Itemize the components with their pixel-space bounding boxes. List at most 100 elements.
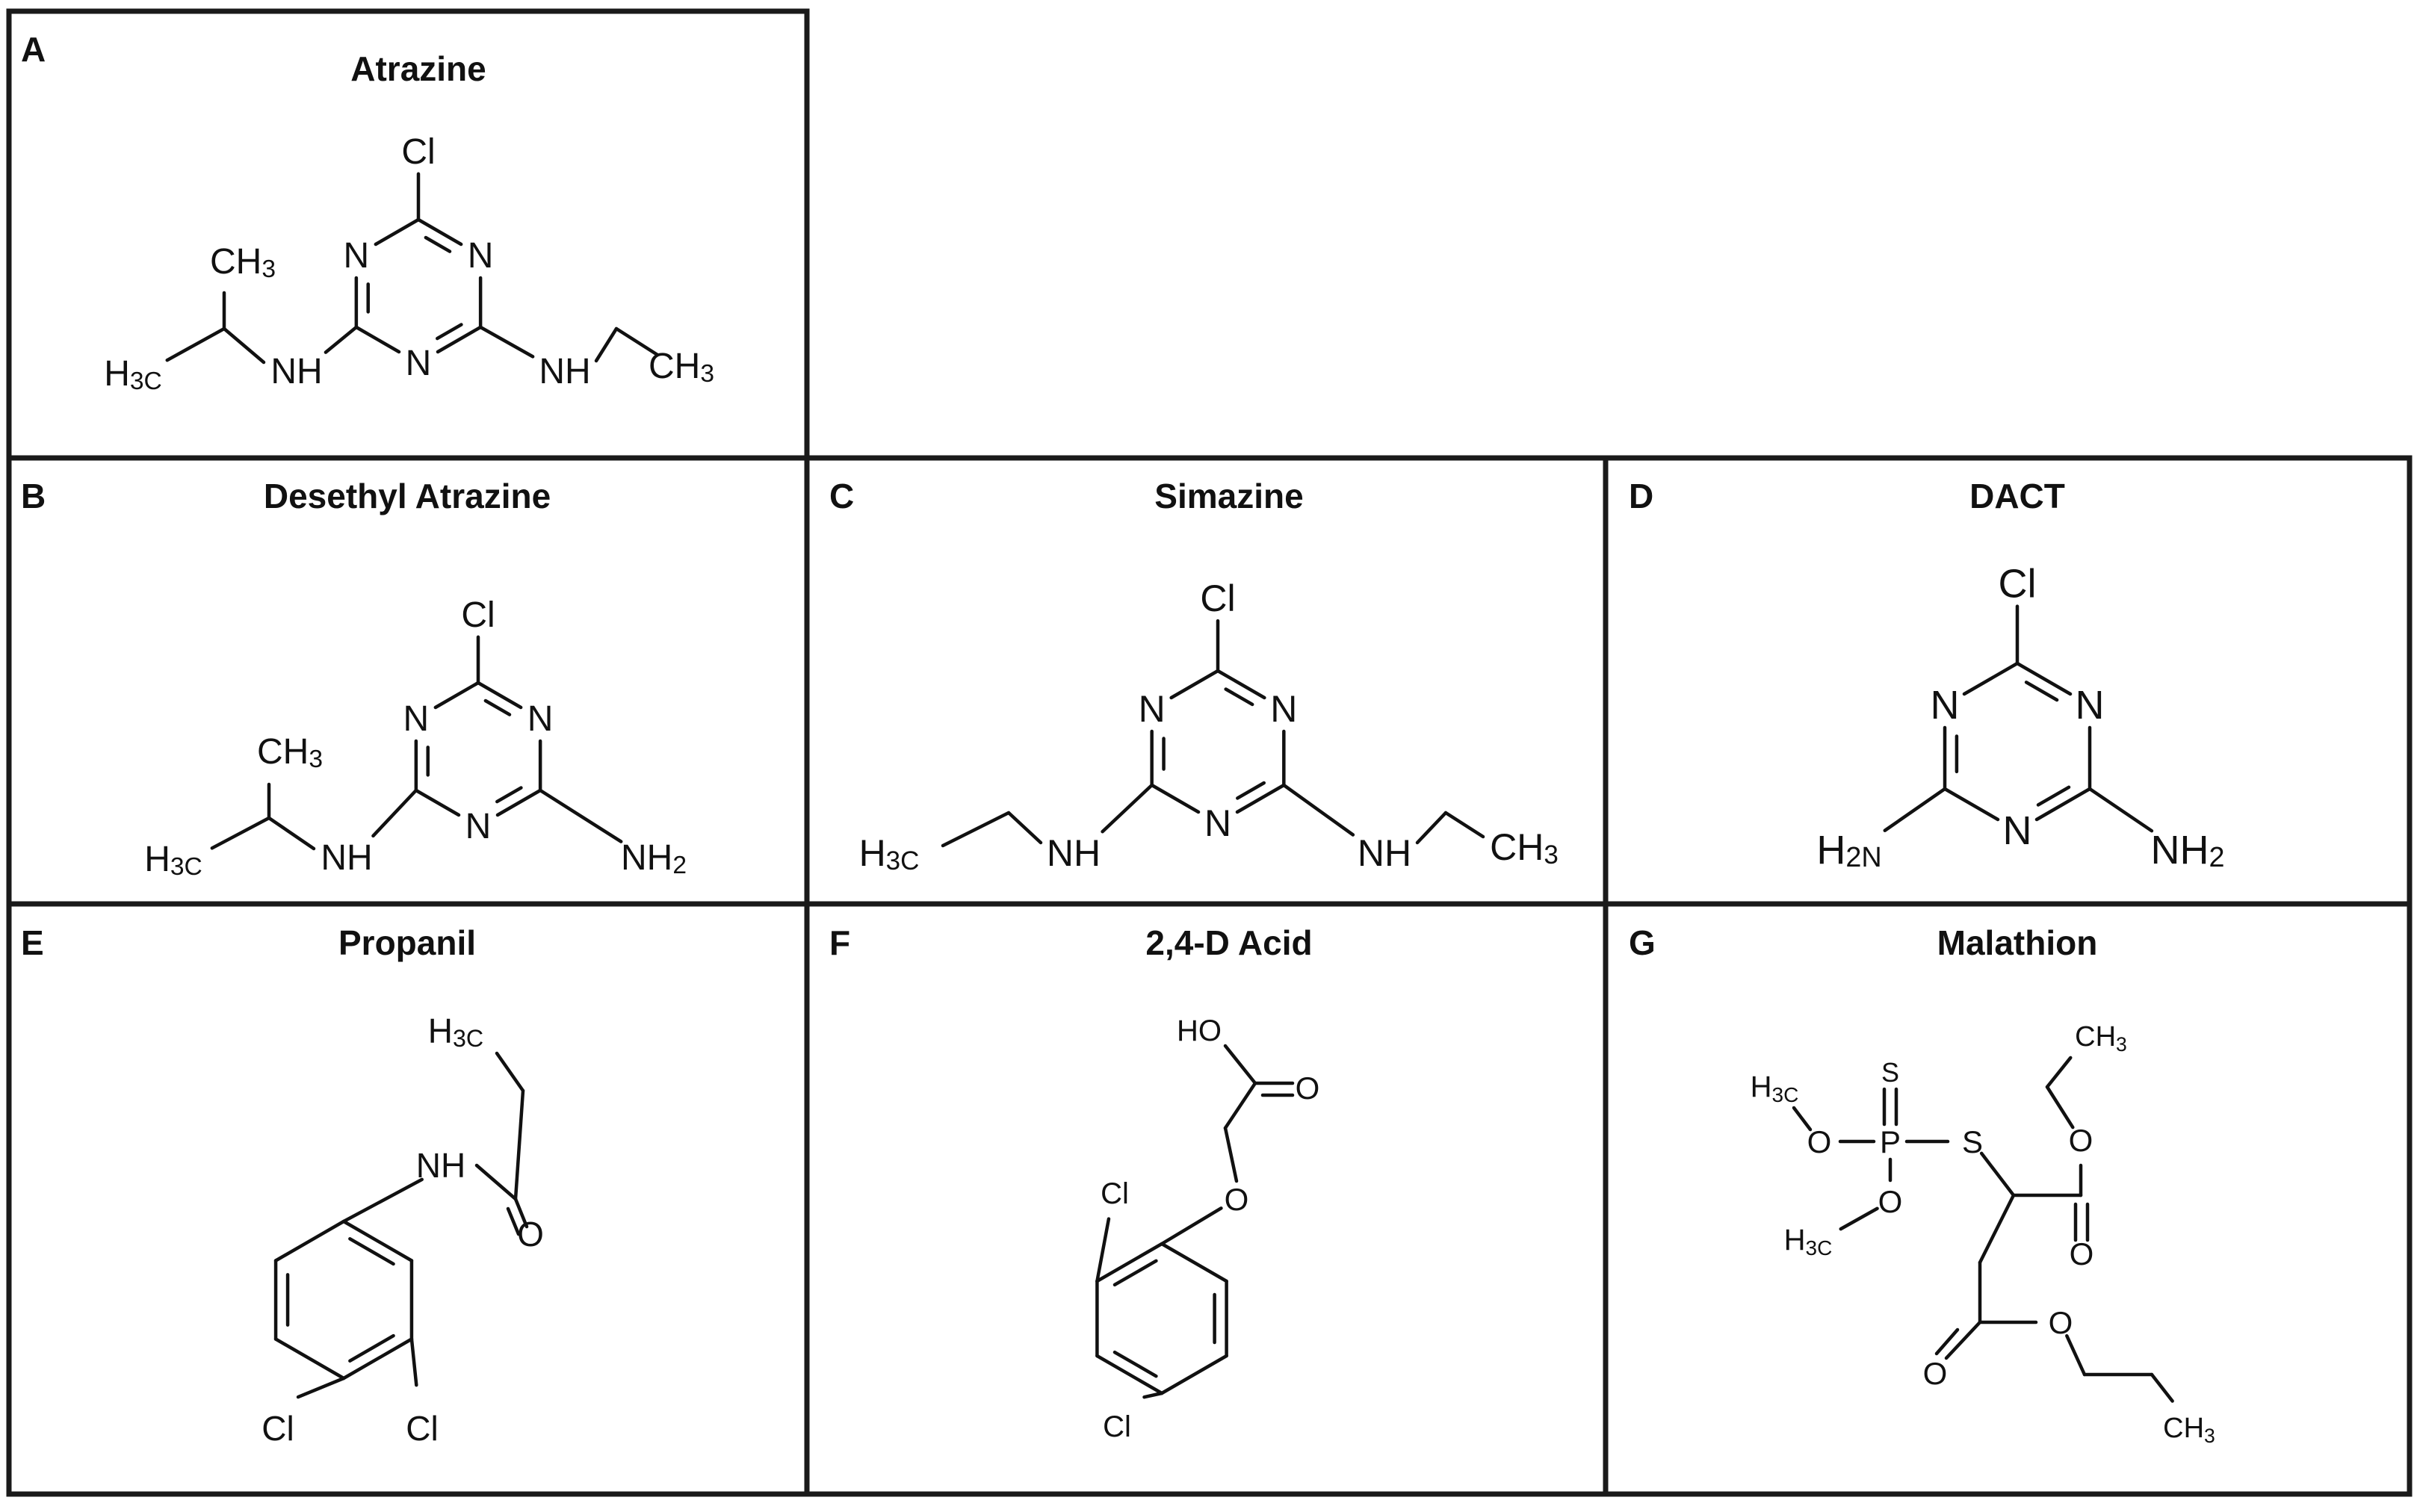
bond-line — [1443, 811, 1485, 839]
bond-line — [1839, 1206, 1879, 1231]
bond-line — [273, 1337, 346, 1381]
bond-line — [538, 788, 623, 843]
panel-a-letter: A — [21, 30, 46, 69]
atom-label: N — [406, 344, 432, 383]
atom-label: NH — [539, 352, 590, 391]
bond-line — [1979, 1151, 2016, 1197]
panel-e-title: Propanil — [338, 923, 476, 962]
panel-d-title: DACT — [1969, 477, 2065, 515]
bond-line — [165, 326, 226, 362]
atom-label: N — [2003, 808, 2032, 853]
atom-label: N — [2075, 683, 2104, 728]
atom-label: N — [403, 699, 430, 739]
panel-g-letter: G — [1629, 923, 1656, 962]
atom-label: Cl — [1101, 1177, 1129, 1210]
bond-line — [495, 1051, 525, 1093]
atom-label: H3C — [428, 1011, 483, 1052]
bond-line — [1095, 1217, 1111, 1283]
atom-label: Cl — [1103, 1410, 1131, 1443]
atom-label: H3C — [1751, 1071, 1799, 1106]
atom-label: O — [1225, 1182, 1249, 1217]
double-bond-line — [424, 235, 452, 253]
panel-b-frame — [6, 455, 810, 907]
bond-line — [474, 1163, 518, 1201]
atom-label: NH — [321, 838, 372, 878]
bond-line — [2045, 1085, 2075, 1130]
bond-line — [1978, 1193, 2016, 1265]
atom-label: N — [1270, 688, 1297, 730]
atom-label: N — [1931, 683, 1960, 728]
bond-line — [354, 325, 401, 354]
atom-label: HO — [1177, 1014, 1222, 1047]
bond-line — [1415, 811, 1448, 845]
panel-f-frame — [804, 901, 1609, 1497]
double-bond-line — [348, 1333, 395, 1363]
atom-label: H3C — [859, 832, 920, 876]
double-bond-line — [348, 1237, 395, 1266]
atom-label: N — [344, 236, 370, 276]
double-bond-line — [483, 698, 512, 716]
bond-line — [513, 1088, 525, 1201]
atom-label: S — [1962, 1124, 1983, 1159]
bond-line — [506, 1206, 521, 1236]
bond-line — [1792, 1106, 1813, 1132]
atom-label: O — [1923, 1356, 1948, 1391]
atom-label: H3C — [1784, 1224, 1833, 1260]
atom-label: NH2 — [621, 838, 687, 879]
bond-line — [222, 326, 266, 365]
atom-label: H3C — [144, 840, 202, 881]
bond-line — [1934, 1327, 1960, 1356]
atom-label: N — [468, 236, 494, 276]
panel-c-letter: C — [829, 477, 854, 515]
double-bond-line — [1112, 1350, 1158, 1378]
panel-f-title: 2,4-D Acid — [1145, 923, 1312, 962]
bond-line — [374, 217, 421, 247]
bond-line — [1160, 1354, 1228, 1395]
bond-line — [1216, 669, 1266, 700]
atom-label: NH — [1047, 832, 1101, 874]
atom-label: CH3 — [2075, 1021, 2127, 1056]
bond-line — [2034, 787, 2092, 822]
bond-line — [414, 788, 461, 817]
atom-label: Cl — [401, 131, 435, 171]
bond-line — [2015, 661, 2073, 696]
bond-line — [478, 325, 535, 359]
bond-line — [210, 816, 271, 850]
bond-line — [1150, 783, 1201, 814]
panel-b-title: Desethyl Atrazine — [264, 477, 551, 515]
panel-c-title: Simazine — [1154, 477, 1303, 515]
bond-line — [1160, 1206, 1223, 1246]
bond-line — [1095, 1242, 1164, 1283]
bond-line — [1944, 1320, 1982, 1360]
atom-label: NH — [270, 352, 322, 391]
atom-label: N — [1204, 802, 1231, 844]
bond-line — [371, 788, 418, 838]
bond-line — [341, 1177, 424, 1224]
bond-line — [1006, 811, 1043, 845]
double-bond-line — [495, 786, 523, 804]
double-bond-line — [1112, 1259, 1158, 1287]
atom-label: N — [465, 807, 492, 846]
bond-line — [1223, 1081, 1257, 1130]
atom-label: CH3 — [257, 732, 323, 773]
bond-line — [1223, 1044, 1257, 1085]
atom-label: CH3 — [2163, 1413, 2215, 1447]
atom-label: N — [1139, 688, 1166, 730]
bond-line — [2150, 1372, 2174, 1403]
bond-line — [1883, 787, 1947, 833]
bond-line — [296, 1376, 346, 1399]
bond-line — [941, 811, 1011, 848]
atom-label: H3C — [104, 354, 162, 395]
bond-line — [2088, 787, 2154, 833]
double-bond-line — [1224, 687, 1254, 707]
panel-frames — [6, 8, 2413, 1497]
bond-line — [1943, 787, 2000, 822]
bond-line — [2045, 1056, 2073, 1089]
